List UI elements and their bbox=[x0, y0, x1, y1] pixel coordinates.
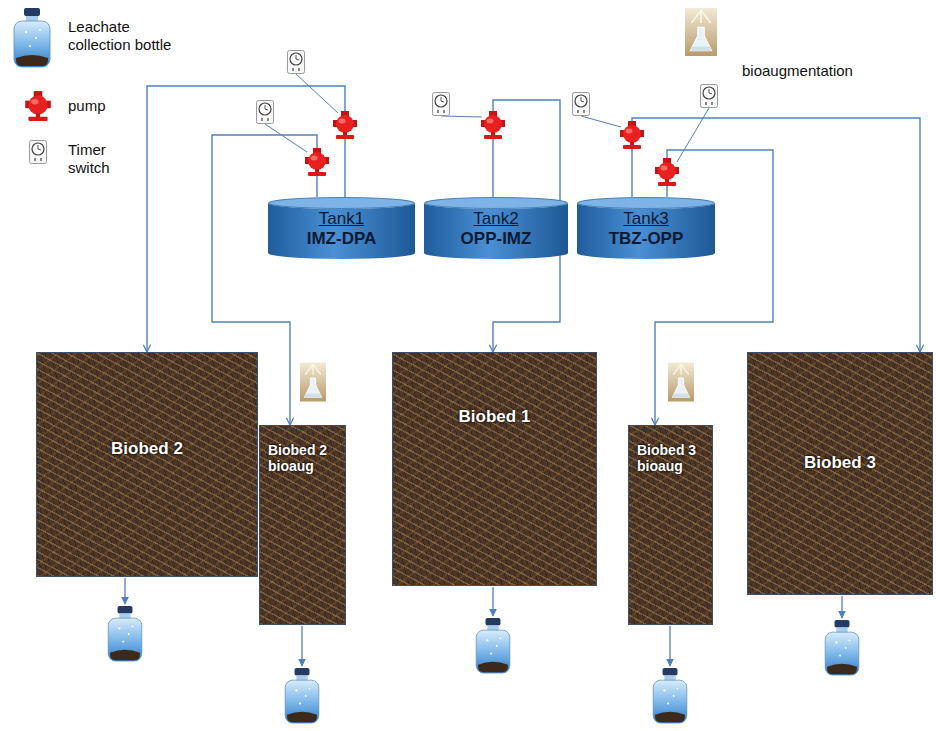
bottle-symbol bbox=[653, 668, 687, 723]
timer-wire bbox=[265, 74, 709, 162]
timer-symbol bbox=[30, 141, 47, 164]
tank-body bbox=[268, 203, 415, 259]
biobed-label: Biobed 3 bbox=[752, 453, 928, 473]
biobed-label: Biobed 3 bioaug bbox=[637, 442, 708, 474]
bottle-symbol bbox=[825, 620, 859, 675]
pump-symbol bbox=[655, 158, 679, 186]
pump-symbol bbox=[333, 111, 357, 139]
pump-symbol bbox=[481, 111, 505, 139]
pump-symbol bbox=[25, 91, 51, 121]
tank-name: Tank3 bbox=[581, 209, 711, 229]
tank-content: OPP-IMZ bbox=[428, 229, 564, 249]
pump-symbol bbox=[620, 121, 644, 149]
tank-name: Tank2 bbox=[428, 209, 564, 229]
storage-tank: Tank3TBZ-OPP bbox=[577, 197, 715, 259]
bottle-symbol bbox=[285, 668, 319, 723]
tank-name: Tank1 bbox=[272, 209, 411, 229]
legend-text: Leachate collection bottle bbox=[68, 18, 192, 54]
timer-symbol bbox=[701, 85, 718, 108]
biobed-label: Biobed 2 bbox=[41, 439, 253, 459]
bottle-symbol bbox=[476, 618, 510, 673]
bioaug-symbol bbox=[685, 8, 717, 56]
legend-text: pump bbox=[68, 97, 148, 115]
bioaug-symbol bbox=[300, 363, 326, 402]
bottle-symbol bbox=[14, 8, 50, 67]
tank-content: IMZ-DPA bbox=[272, 229, 411, 249]
timer-symbol bbox=[257, 101, 274, 124]
tank-body bbox=[577, 203, 715, 259]
biobed: Biobed 1 bbox=[392, 352, 597, 586]
biobed-label: Biobed 1 bbox=[397, 407, 592, 427]
biobed: Biobed 3 bbox=[747, 352, 933, 595]
bottle-symbol bbox=[108, 606, 142, 661]
timer-symbol bbox=[433, 93, 450, 116]
storage-tank: Tank1IMZ-DPA bbox=[268, 197, 415, 259]
pump-symbol bbox=[305, 148, 329, 176]
storage-tank: Tank2OPP-IMZ bbox=[424, 197, 568, 259]
tank-lid bbox=[269, 198, 415, 209]
bioaug-symbol bbox=[668, 363, 694, 402]
biobed-label: Biobed 2 bioaug bbox=[268, 442, 341, 474]
timer-symbol bbox=[573, 93, 590, 116]
biobed: Biobed 2 bbox=[36, 352, 258, 577]
biobed: Biobed 2 bioaug bbox=[259, 425, 346, 625]
legend-text: bioaugmentation bbox=[742, 62, 902, 80]
tank-body bbox=[424, 203, 568, 259]
timer-symbol bbox=[288, 51, 305, 74]
biobed: Biobed 3 bioaug bbox=[628, 425, 713, 625]
legend-text: Timer switch bbox=[68, 141, 128, 177]
tank-lid bbox=[578, 198, 715, 209]
tank-content: TBZ-OPP bbox=[581, 229, 711, 249]
tank-lid bbox=[425, 198, 568, 209]
